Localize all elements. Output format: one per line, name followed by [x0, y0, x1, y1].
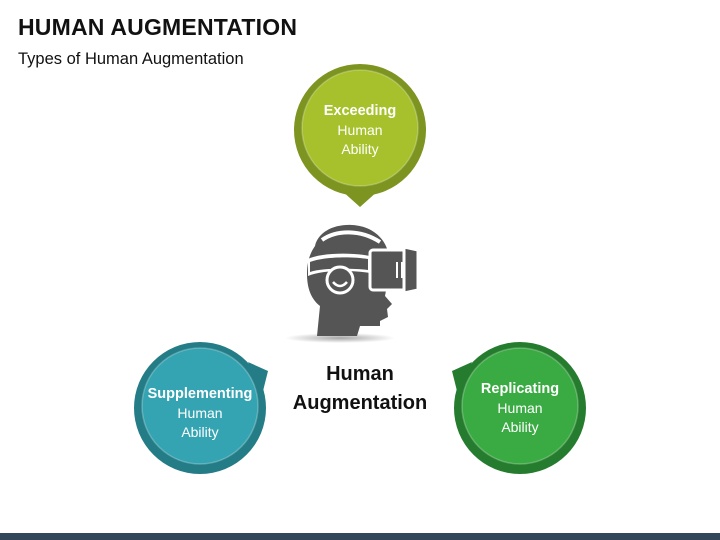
node-exceeding-title: Exceeding	[323, 103, 397, 119]
center-label-line1: Human	[326, 363, 394, 385]
node-exceeding-label: Exceeding Human Ability	[305, 102, 415, 159]
vr-headset-head-icon	[285, 224, 420, 343]
node-replicating-line3: Ability	[501, 419, 539, 435]
footer-bar	[0, 533, 720, 540]
node-supplementing-line3: Ability	[181, 424, 219, 440]
node-replicating-label: Replicating Human Ability	[465, 380, 575, 437]
node-exceeding-line2: Human	[337, 122, 383, 138]
node-supplementing-title: Supplementing	[147, 386, 253, 402]
node-exceeding-line3: Ability	[341, 141, 379, 157]
node-replicating-line2: Human	[497, 400, 543, 416]
page-subtitle: Types of Human Augmentation	[18, 50, 244, 68]
node-exceeding	[294, 64, 426, 207]
center-label: Human Augmentation	[270, 360, 450, 418]
center-label-line2: Augmentation	[292, 392, 428, 414]
node-supplementing-line2: Human	[177, 405, 223, 421]
node-supplementing-label: Supplementing Human Ability	[145, 385, 255, 442]
node-replicating	[452, 342, 586, 474]
page-title: HUMAN AUGMENTATION	[18, 14, 298, 40]
node-supplementing	[134, 342, 268, 474]
node-replicating-title: Replicating	[480, 381, 560, 397]
